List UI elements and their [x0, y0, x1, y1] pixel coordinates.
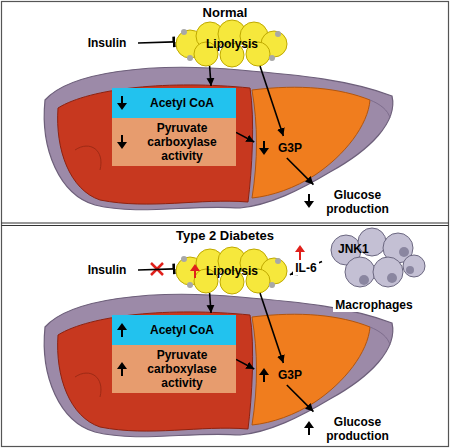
- node-text: Lipolysis: [206, 37, 258, 51]
- node-text: Insulin: [88, 263, 127, 277]
- node-text: JNK1: [338, 242, 369, 256]
- process-box: Pyruvate carboxylase activity: [112, 118, 236, 166]
- cell-droplet: [181, 256, 187, 262]
- panel-separator: [2, 222, 449, 223]
- node-text: G3P: [278, 141, 302, 155]
- increase-arrow: [117, 323, 127, 337]
- cell-droplet: [275, 258, 281, 264]
- edge-label: IL-6: [293, 261, 318, 275]
- fat-cell-cluster: Lipolysis: [176, 22, 288, 66]
- metabolite-label: G3P: [256, 365, 312, 385]
- cell-droplet: [187, 55, 193, 61]
- cell-droplet: [275, 31, 281, 37]
- node-text: Acetyl CoA: [150, 96, 214, 110]
- arrow-connector: [287, 385, 314, 412]
- signal-label: Insulin: [76, 260, 138, 280]
- node-text: Glucose production: [320, 415, 395, 443]
- cell-droplet: [399, 247, 409, 257]
- cell-droplet: [359, 275, 369, 285]
- cell-droplet: [269, 282, 275, 288]
- process-box: Acetyl CoA: [112, 315, 236, 345]
- process-box: Acetyl CoA: [112, 88, 236, 118]
- increase-arrow: [259, 368, 269, 382]
- panel-region: NormalInsulin LipolysisAcetyl CoA Pyruvate…: [3, 3, 447, 222]
- panel-heading: Normal: [3, 3, 447, 20]
- inhibition-connector: [138, 42, 174, 43]
- panel-separator: [2, 225, 449, 226]
- decrease-arrow: [117, 96, 127, 110]
- signal-label: Insulin: [76, 33, 138, 53]
- cell-droplet: [269, 55, 275, 61]
- fat-cell-cluster: Lipolysis: [176, 249, 288, 293]
- node-text: Macrophages: [333, 298, 414, 312]
- increase-arrow: [190, 264, 200, 278]
- cell: [403, 255, 425, 277]
- output-label: Glucose production: [300, 413, 399, 445]
- node-text: Lipolysis: [206, 264, 258, 278]
- inhibition-connector: [138, 269, 174, 270]
- arrow-connector: [287, 158, 314, 185]
- cell: [373, 257, 403, 287]
- panel-region: Type 2 DiabetesInsulinLipolysisAcetyl Co…: [3, 226, 447, 445]
- node-text: Glucose production: [320, 188, 395, 216]
- node-text: Acetyl CoA: [150, 323, 214, 337]
- node-text: Pyruvate carboxylase activity: [139, 121, 225, 163]
- node-text: Insulin: [88, 36, 127, 50]
- macrophage-cluster: JNK1Macrophages: [322, 228, 426, 312]
- cell-droplet: [387, 273, 397, 283]
- arrow-connector: [236, 359, 254, 369]
- decrease-arrow: [117, 135, 127, 149]
- cell: [345, 257, 375, 287]
- process-box: Pyruvate carboxylase activity: [112, 345, 236, 393]
- metabolite-label: G3P: [256, 138, 312, 158]
- node-text: G3P: [278, 368, 302, 382]
- arrow-connector: [290, 262, 322, 275]
- increase-arrow: [295, 245, 305, 260]
- increase-arrow: [117, 362, 127, 376]
- decrease-arrow: [304, 194, 314, 208]
- increase-arrow: [304, 421, 314, 435]
- arrow-connector: [236, 132, 254, 142]
- output-label: Glucose production: [300, 186, 399, 218]
- arrow-connector: [210, 66, 211, 86]
- cell-droplet: [406, 266, 414, 274]
- node-text: Pyruvate carboxylase activity: [139, 348, 225, 390]
- arrow-connector: [260, 66, 283, 136]
- decrease-arrow: [259, 141, 269, 155]
- arrow-connector: [260, 293, 283, 363]
- cell-droplet: [181, 29, 187, 35]
- cell-droplet: [187, 282, 193, 288]
- arrow-connector: [210, 293, 211, 313]
